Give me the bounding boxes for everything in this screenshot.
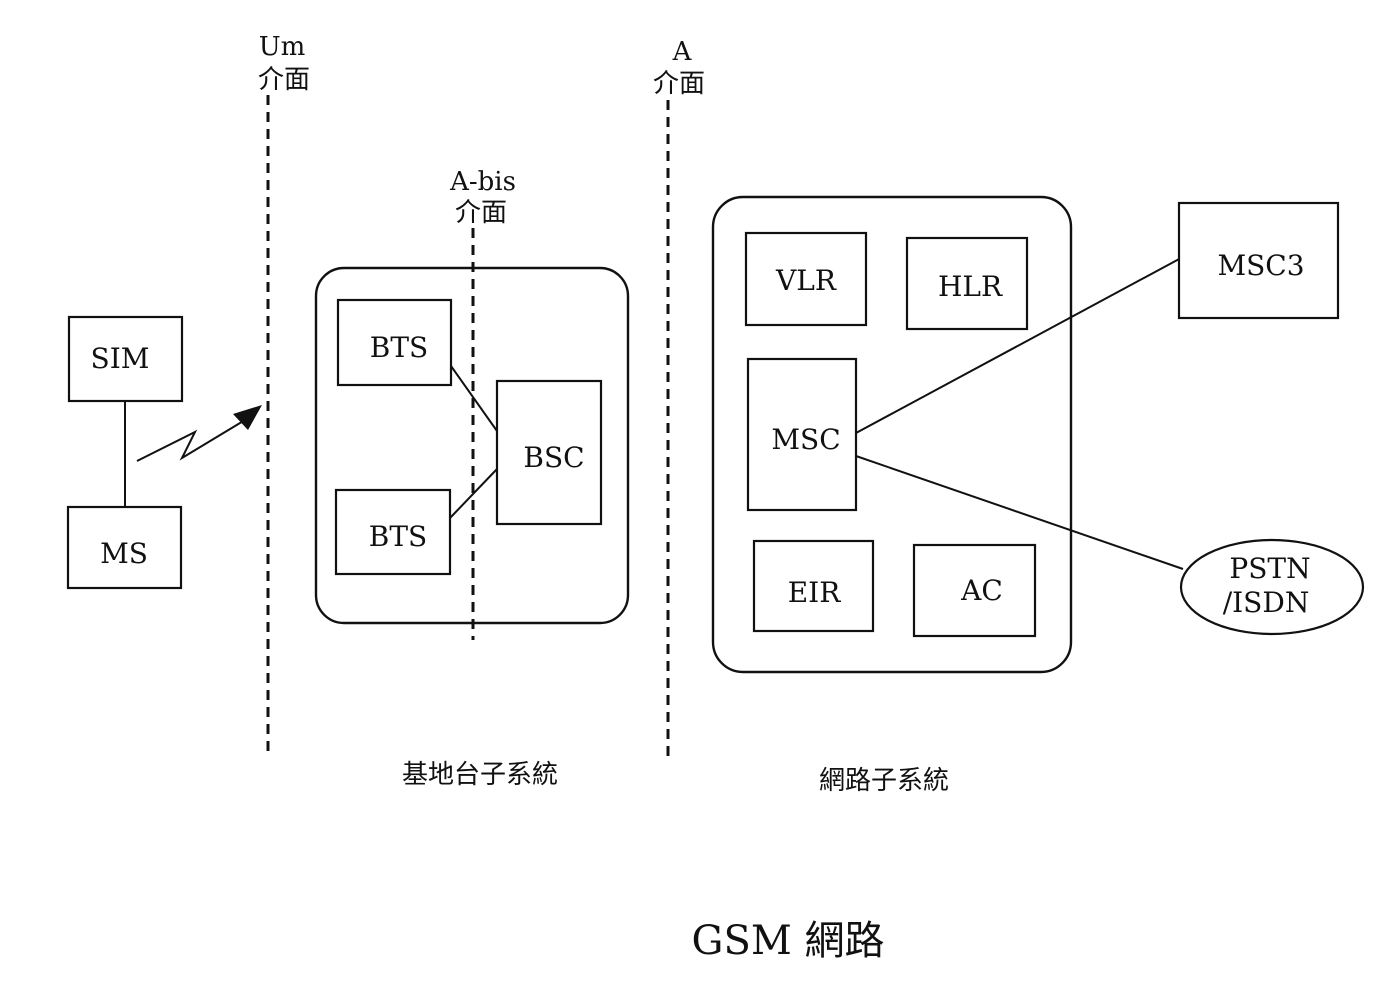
abis-interface-label-cn: 介面 (455, 198, 507, 228)
bts-bottom-label: BTS (369, 520, 427, 553)
hlr-box (905, 236, 1029, 331)
msc-box (746, 357, 858, 512)
network-subsystem-label: 網路子系統 (819, 766, 949, 796)
hlr-label: HLR (938, 270, 1003, 303)
sim-box (67, 315, 184, 403)
bts-bottom-bsc-link (449, 468, 498, 519)
radio-arrowhead-icon (233, 405, 262, 430)
ac-box (912, 543, 1037, 638)
eir-box (752, 539, 875, 633)
network-subsystem-group (711, 195, 1073, 674)
msc3-box (1177, 201, 1340, 320)
msc-label: MSC (771, 423, 840, 456)
sim-label: SIM (91, 342, 150, 375)
radio-link-arrow (136, 419, 246, 462)
eir-label: EIR (788, 576, 842, 609)
msc3-label: MSC3 (1217, 249, 1304, 282)
base-station-subsystem-group (314, 266, 630, 625)
abis-interface-label: A-bis (449, 167, 516, 197)
vlr-label: VLR (775, 264, 837, 297)
a-interface-label: A (672, 37, 693, 67)
bsc-label: BSC (523, 441, 584, 474)
vlr-box (744, 231, 868, 327)
msc-pstn-link (855, 455, 1184, 570)
bts-bottom-box (334, 488, 452, 576)
msc-msc3-link (855, 257, 1182, 434)
bsc-box (495, 379, 603, 526)
bts-top-label: BTS (370, 331, 428, 364)
isdn-label: /ISDN (1223, 586, 1310, 619)
um-interface-label-cn: 介面 (258, 65, 310, 95)
pstn-isdn-ellipse (1179, 538, 1365, 636)
ms-box (66, 505, 183, 590)
base-station-subsystem-label: 基地台子系統 (402, 760, 558, 790)
a-interface-label-cn: 介面 (653, 69, 705, 99)
ac-label: AC (960, 574, 1003, 607)
pstn-label: PSTN (1229, 552, 1310, 585)
bts-top-box (336, 298, 453, 387)
ms-label: MS (100, 537, 148, 570)
bts-top-bsc-link (450, 365, 498, 432)
um-interface-label: Um (259, 32, 306, 62)
page-title: GSM 網路 (691, 918, 884, 964)
